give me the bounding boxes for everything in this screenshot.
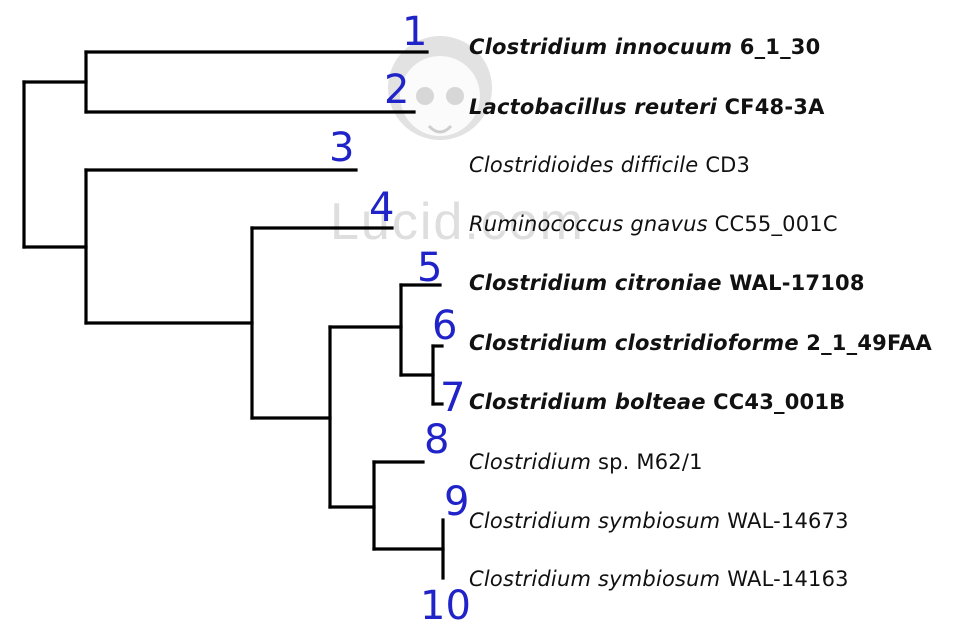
taxon-label-8: Clostridium sp. M62/1 [469, 449, 703, 475]
leaf-number-5: 5 [417, 245, 443, 291]
taxon-name: Ruminococcus gnavus [469, 212, 708, 236]
taxon-label-1: Clostridium innocuum 6_1_30 [469, 34, 820, 60]
leaf-number-9: 9 [444, 479, 470, 525]
taxon-name: Clostridium symbiosum [469, 509, 721, 533]
taxon-name: Clostridioides difficile [469, 153, 699, 177]
leaf-number-2: 2 [384, 67, 410, 113]
taxon-label-5: Clostridium citroniae WAL-17108 [469, 270, 865, 296]
leaf-number-10: 10 [420, 583, 471, 629]
taxon-name: Clostridium [469, 450, 592, 474]
leaf-number-6: 6 [432, 303, 458, 349]
taxon-strain: 6_1_30 [732, 35, 821, 59]
taxon-strain: WAL-14673 [720, 509, 849, 533]
leaf-number-8: 8 [424, 417, 450, 463]
taxon-label-10: Clostridium symbiosum WAL-14163 [469, 566, 849, 592]
taxon-label-7: Clostridium bolteae CC43_001B [469, 389, 845, 415]
taxon-name: Clostridium innocuum [469, 35, 733, 59]
leaf-number-1: 1 [402, 9, 428, 55]
taxon-label-2: Lactobacillus reuteri CF48-3A [469, 94, 825, 120]
taxon-name: Clostridium clostridioforme [469, 331, 799, 355]
taxon-strain: 2_1_49FAA [798, 331, 932, 355]
taxon-name: Lactobacillus reuteri [469, 95, 718, 119]
taxon-strain: CC43_001B [705, 390, 846, 414]
taxon-strain: sp. M62/1 [591, 450, 703, 474]
taxon-label-4: Ruminococcus gnavus CC55_001C [469, 211, 838, 237]
taxon-label-3: Clostridioides difficile CD3 [469, 152, 750, 178]
watermark-logo [388, 36, 492, 140]
taxon-strain: CD3 [698, 153, 751, 177]
taxon-name: Clostridium bolteae [469, 390, 706, 414]
taxon-label-6: Clostridium clostridioforme 2_1_49FAA [469, 330, 932, 356]
watermark-text: Lucid.com [330, 193, 585, 251]
leaf-number-7: 7 [440, 375, 466, 421]
leaf-number-3: 3 [329, 125, 355, 171]
taxon-strain: WAL-17108 [721, 271, 865, 295]
taxon-name: Clostridium symbiosum [469, 567, 721, 591]
leaf-number-4: 4 [369, 185, 395, 231]
taxon-strain: CF48-3A [717, 95, 825, 119]
taxon-strain: WAL-14163 [720, 567, 849, 591]
taxon-strain: CC55_001C [707, 212, 838, 236]
taxon-label-9: Clostridium symbiosum WAL-14673 [469, 508, 849, 534]
taxon-name: Clostridium citroniae [469, 271, 722, 295]
